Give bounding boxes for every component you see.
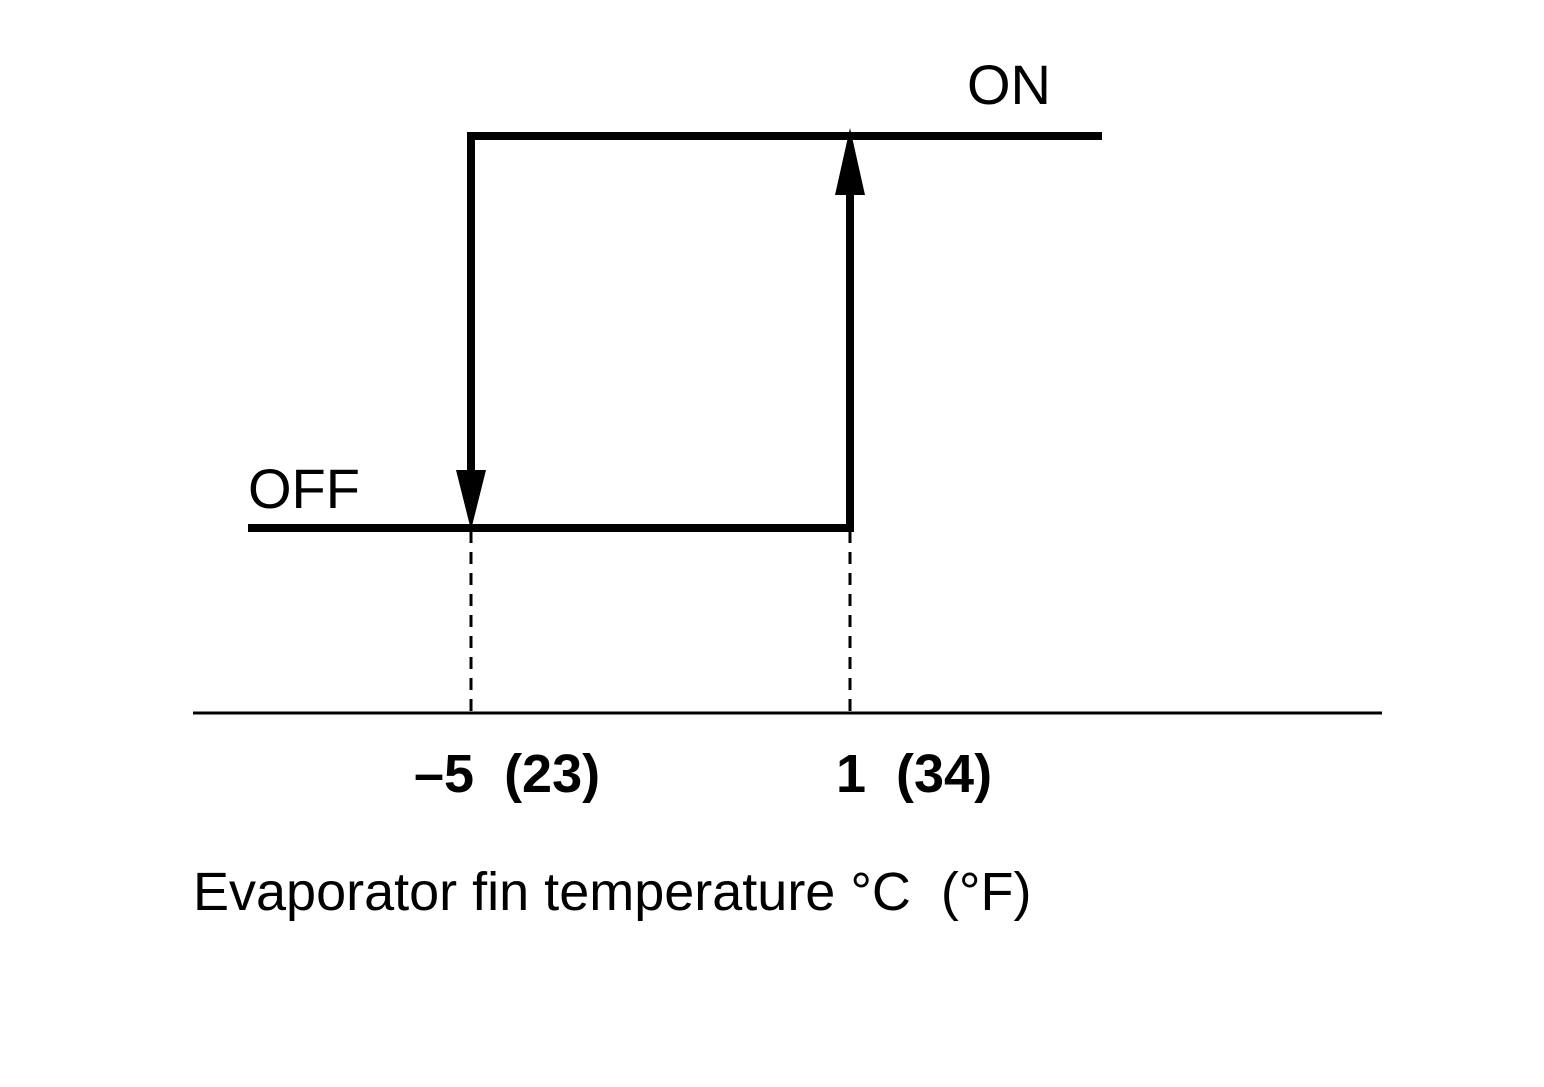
- high-threshold-tick-label: 1 (34): [836, 744, 992, 804]
- turn-off-arrowhead: [456, 470, 486, 530]
- on-state-label: ON: [967, 53, 1051, 116]
- off-state-label: OFF: [248, 457, 360, 520]
- axis-title: Evaporator fin temperature °C (°F): [193, 862, 1031, 922]
- turn-on-arrowhead: [835, 128, 865, 195]
- low-threshold-tick-label: –5 (23): [414, 744, 600, 804]
